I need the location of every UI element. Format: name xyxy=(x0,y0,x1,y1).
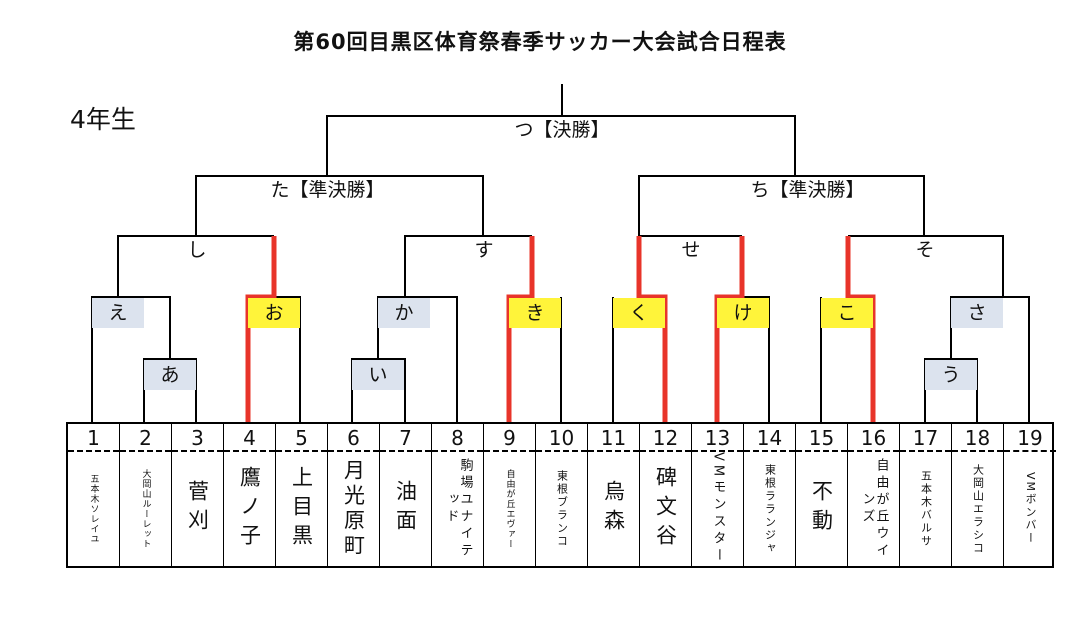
match-o-box: お xyxy=(248,298,300,328)
team-number: 16 xyxy=(848,424,899,452)
team-cell: 6 月光原町 xyxy=(328,424,380,566)
match-semi-right-label: ち【準決勝】 xyxy=(750,178,865,202)
bracket-line xyxy=(950,296,1030,422)
team-name: 油面 xyxy=(393,480,418,538)
team-name: 菅刈 xyxy=(185,480,210,538)
team-number: 7 xyxy=(380,424,431,452)
team-cell: 8 駒場ユナイテッド xyxy=(432,424,484,566)
match-ka-box: か xyxy=(378,298,430,328)
team-name: VMモンスター xyxy=(710,452,726,566)
team-cell: 4 鷹ノ子 xyxy=(224,424,276,566)
team-name: VMボンバー xyxy=(1024,472,1037,546)
team-table: 1 五本木ソレイユ 2 大岡山ルーレット 3 菅刈 4 鷹ノ子 5 上目黒 6 月光原町 7… xyxy=(66,422,1056,568)
team-number: 2 xyxy=(120,424,171,452)
team-name: 東根ブランコ xyxy=(555,470,569,548)
match-sa-box: さ xyxy=(951,298,1003,328)
team-name: 五本木ソレイユ xyxy=(88,474,99,544)
page-title: 第60回目黒区体育祭春季サッカー大会試合日程表 xyxy=(293,30,787,54)
match-ko-box: こ xyxy=(821,298,873,328)
winner-line xyxy=(506,236,535,422)
team-name: 大岡山エラシコ xyxy=(971,463,985,555)
bracket-line xyxy=(638,175,925,236)
bracket-line xyxy=(848,235,1004,297)
match-su-label: す xyxy=(472,238,496,262)
match-a-box: あ xyxy=(144,360,196,390)
match-so-label: そ xyxy=(913,238,937,262)
team-cell: 12 碑文谷 xyxy=(640,424,692,566)
match-ku-box: く xyxy=(613,298,665,328)
team-cell: 3 菅刈 xyxy=(172,424,224,566)
bracket-line xyxy=(91,296,171,422)
team-cell: 18 大岡山エラシコ xyxy=(952,424,1004,566)
team-number: 17 xyxy=(900,424,951,452)
match-i-box: い xyxy=(352,360,404,390)
bracket-line xyxy=(742,296,770,422)
bracket-line xyxy=(377,296,458,422)
team-cell: 11 烏森 xyxy=(588,424,640,566)
team-name: 月光原町 xyxy=(341,459,366,559)
winner-line xyxy=(714,236,745,422)
team-name: 碑文谷 xyxy=(653,465,678,553)
team-cell: 15 不動 xyxy=(796,424,848,566)
match-shi-label: し xyxy=(185,238,209,262)
winner-line xyxy=(636,236,668,422)
team-cell: 14 東根ラランジャ xyxy=(744,424,796,566)
team-number: 19 xyxy=(1004,424,1056,452)
bracket-line xyxy=(195,175,484,236)
team-cell: 2 大岡山ルーレット xyxy=(120,424,172,566)
team-cell: 17 五本木バルサ xyxy=(900,424,952,566)
team-number: 1 xyxy=(68,424,119,452)
match-u-box: う xyxy=(925,360,977,390)
team-number: 5 xyxy=(276,424,327,452)
bracket-line xyxy=(143,358,197,422)
team-name: 東根ラランジャ xyxy=(763,463,777,555)
team-number: 13 xyxy=(692,424,743,452)
team-number: 12 xyxy=(640,424,691,452)
team-number: 18 xyxy=(952,424,1003,452)
match-final-label: つ【決勝】 xyxy=(507,118,617,142)
bracket-line xyxy=(117,235,274,297)
team-name: 大岡山ルーレット xyxy=(140,469,151,549)
match-ke-box: け xyxy=(717,298,769,328)
team-name: 上目黒 xyxy=(289,465,314,553)
team-name: 烏森 xyxy=(601,480,626,538)
team-number: 9 xyxy=(484,424,535,452)
match-e-box: え xyxy=(92,298,144,328)
team-name: 自由が丘ウインズ xyxy=(859,458,889,560)
team-cell: 1 五本木ソレイユ xyxy=(68,424,120,566)
team-number: 10 xyxy=(536,424,587,452)
winner-line xyxy=(245,236,277,422)
team-cell: 9 自由が丘エヴァー xyxy=(484,424,536,566)
team-number: 3 xyxy=(172,424,223,452)
team-name: 不動 xyxy=(809,480,834,538)
match-ki-box: き xyxy=(509,298,561,328)
team-name: 五本木バルサ xyxy=(919,470,933,548)
winner-line xyxy=(845,236,876,422)
grade-label: 4年生 xyxy=(70,105,136,134)
team-number: 4 xyxy=(224,424,275,452)
team-number: 14 xyxy=(744,424,795,452)
bracket-line xyxy=(351,358,406,422)
match-semi-left-label: た【準決勝】 xyxy=(270,178,385,202)
team-number: 6 xyxy=(328,424,379,452)
team-name: 自由が丘エヴァー xyxy=(504,469,515,549)
bracket-line xyxy=(924,358,978,422)
team-name: 駒場ユナイテッド xyxy=(443,458,473,560)
bracket-line xyxy=(404,235,532,297)
team-cell: 5 上目黒 xyxy=(276,424,328,566)
team-cell: 16 自由が丘ウインズ xyxy=(848,424,900,566)
team-number: 11 xyxy=(588,424,639,452)
team-number: 8 xyxy=(432,424,483,452)
team-name: 鷹ノ子 xyxy=(237,465,262,553)
match-se-label: せ xyxy=(679,238,703,262)
bracket-line xyxy=(326,115,796,176)
team-number: 15 xyxy=(796,424,847,452)
team-cell: 10 東根ブランコ xyxy=(536,424,588,566)
team-cell: 7 油面 xyxy=(380,424,432,566)
